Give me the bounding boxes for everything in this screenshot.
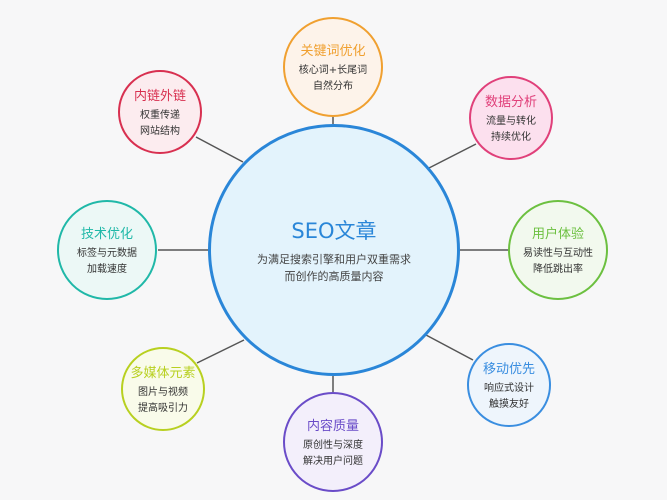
- connector-mobile: [425, 334, 474, 361]
- node-keyword-optimization: 关键词优化 核心词+长尾词 自然分布: [283, 17, 383, 117]
- connector-media: [196, 339, 245, 364]
- connector-data: [428, 143, 477, 169]
- node-title: 多媒体元素: [130, 365, 196, 381]
- node-line: 图片与视频: [138, 386, 188, 398]
- node-line: 触摸友好: [489, 398, 529, 410]
- node-line: 易读性与互动性: [523, 247, 593, 259]
- node-title: 技术优化: [80, 226, 133, 242]
- node-line: 流量与转化: [486, 115, 536, 127]
- node-line: 提高吸引力: [138, 402, 188, 414]
- node-title: 关键词优化: [300, 43, 366, 59]
- node-line: 响应式设计: [484, 382, 534, 394]
- node-internal-external-links: 内链外链 权重传递 网站结构: [118, 70, 202, 154]
- node-line: 原创性与深度: [303, 439, 363, 451]
- node-line: 降低跳出率: [533, 263, 583, 275]
- node-title: 内容质量: [306, 418, 359, 434]
- node-line: 核心词+长尾词: [298, 64, 368, 76]
- center-title: SEO文章: [291, 219, 377, 243]
- node-line: 自然分布: [313, 80, 353, 92]
- node-title: 用户体验: [531, 226, 584, 242]
- node-mobile-first: 移动优先 响应式设计 触摸友好: [467, 343, 551, 427]
- node-line: 加载速度: [87, 263, 127, 275]
- node-technical-optimization: 技术优化 标签与元数据 加载速度: [57, 200, 157, 300]
- node-user-experience: 用户体验 易读性与互动性 降低跳出率: [508, 200, 608, 300]
- node-content-quality: 内容质量 原创性与深度 解决用户问题: [283, 392, 383, 492]
- center-node-seo-article: SEO文章 为满足搜索引擎和用户双重需求 而创作的高质量内容: [208, 124, 460, 376]
- node-title: 内链外链: [133, 88, 186, 104]
- node-title: 数据分析: [484, 94, 537, 110]
- node-multimedia: 多媒体元素 图片与视频 提高吸引力: [121, 347, 205, 431]
- connector-links: [195, 136, 244, 163]
- node-line: 解决用户问题: [303, 455, 363, 467]
- center-description-line-2: 而创作的高质量内容: [284, 270, 384, 283]
- node-line: 权重传递: [140, 109, 180, 121]
- node-line: 标签与元数据: [77, 247, 137, 259]
- node-line: 网站结构: [140, 125, 180, 137]
- node-data-analysis: 数据分析 流量与转化 持续优化: [469, 76, 553, 160]
- center-description-line-1: 为满足搜索引擎和用户双重需求: [257, 253, 411, 266]
- node-title: 移动优先: [482, 361, 535, 377]
- node-line: 持续优化: [491, 131, 531, 143]
